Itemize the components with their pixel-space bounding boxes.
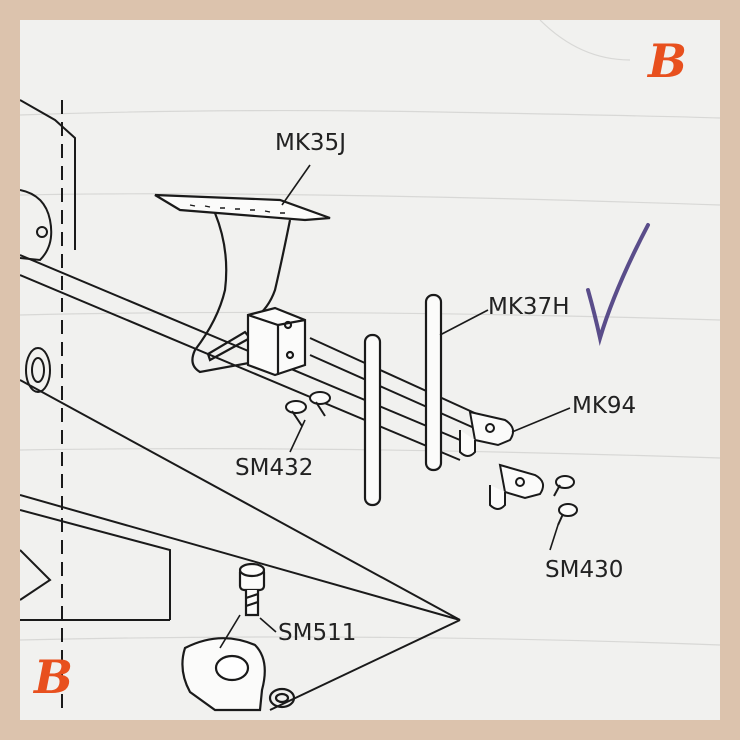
label-mk94: MK94 (572, 393, 636, 419)
label-sm430: SM430 (545, 557, 623, 583)
mk37h-pins (363, 293, 443, 507)
sm432-screws (285, 391, 331, 427)
label-mk37h: MK37H (488, 294, 570, 320)
mk94-clips (459, 410, 545, 510)
brand-logo-bottom-left: B (34, 650, 73, 704)
parts-diagram: MK35J MK37H MK94 SM432 SM430 SM511 (20, 20, 720, 712)
parts-diagram-paper: MK35J MK37H MK94 SM432 SM430 SM511 (20, 20, 720, 720)
label-sm511: SM511 (278, 620, 356, 646)
paper-creases (20, 20, 720, 646)
machine-frame-lines (20, 99, 461, 711)
label-mk35j: MK35J (275, 130, 346, 156)
sm511-assembly (181, 562, 296, 712)
leader-lines (219, 164, 571, 649)
check-mark (586, 223, 650, 346)
long-shaft (309, 337, 491, 436)
label-sm432: SM432 (235, 455, 313, 481)
brand-logo-top-right: B (648, 34, 687, 88)
sm430-screws (553, 475, 578, 526)
mk35j-bracket (154, 193, 331, 377)
